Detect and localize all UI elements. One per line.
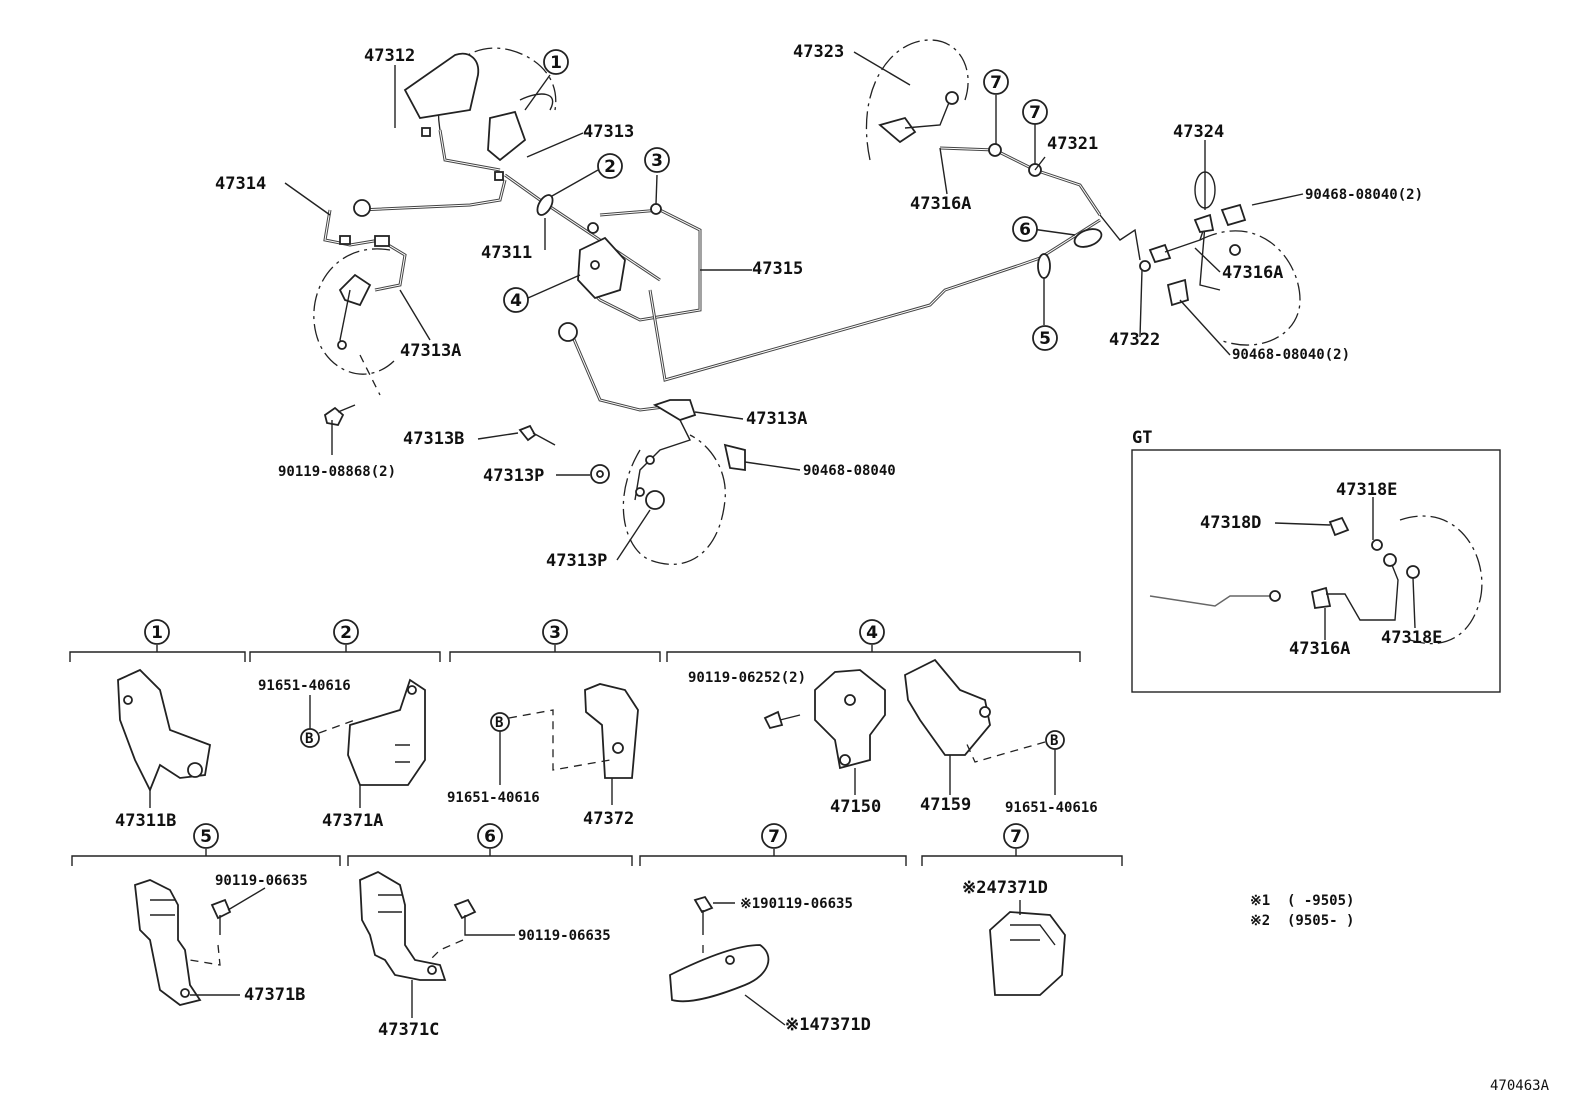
label-47313: 47313 xyxy=(583,122,634,142)
callouts: 1 2 3 4 5 6 7 7 xyxy=(503,49,1058,351)
part-labels: 47312 47313 47314 47311 47315 47313A 473… xyxy=(215,42,1423,571)
label-90119-06635-a: 90119-06635 xyxy=(215,873,308,889)
label-47313a-left: 47313A xyxy=(400,341,461,361)
label-47372: 47372 xyxy=(583,809,634,829)
label-47318e-top: 47318E xyxy=(1336,480,1397,500)
callout-circle-5 xyxy=(1032,325,1058,351)
label-47313a-right: 47313A xyxy=(746,409,807,429)
label-47371d-late: ※247371D xyxy=(962,878,1048,898)
label-47314: 47314 xyxy=(215,174,266,194)
label-90468-08040-rear-top: 90468-08040(2) xyxy=(1305,187,1423,203)
label-47316a-rear-right: 47316A xyxy=(1222,263,1283,283)
detail-header-3: 3 xyxy=(549,623,561,643)
label-47311b: 47311B xyxy=(115,811,176,831)
bolt-mark-4: B xyxy=(1050,733,1058,749)
clamp-47371b xyxy=(134,879,202,1006)
label-47371b: 47371B xyxy=(244,985,305,1005)
proportioning-valve xyxy=(577,236,626,300)
leader-lines xyxy=(284,51,1416,640)
label-91651-40616-a: 91651-40616 xyxy=(258,678,351,694)
callout-3: 3 xyxy=(651,151,663,171)
label-47313p-bottom: 47313P xyxy=(546,551,607,571)
callout-circle-1 xyxy=(543,49,569,75)
note2-mark: ※2 xyxy=(1250,913,1270,929)
callout-1: 1 xyxy=(550,53,562,73)
detail-drawings-row1: B B B xyxy=(117,658,1065,808)
callout-circle-2 xyxy=(597,153,623,179)
label-47322: 47322 xyxy=(1109,330,1160,350)
callout-5: 5 xyxy=(1039,329,1051,349)
detail-header-7a: 7 xyxy=(768,827,780,847)
gt-title: GT xyxy=(1132,428,1152,448)
label-47323: 47323 xyxy=(793,42,844,62)
label-47371d-early: ※147371D xyxy=(785,1015,871,1035)
gt-box-frame xyxy=(1131,449,1501,693)
callout-circle-7b xyxy=(1022,99,1048,125)
bracket-1-installed xyxy=(487,110,527,162)
label-47371a: 47371A xyxy=(322,811,383,831)
label-47316a-gt: 47316A xyxy=(1289,639,1350,659)
callout-2: 2 xyxy=(604,157,616,177)
label-90119-08868: 90119-08868(2) xyxy=(278,464,396,480)
callout-7b: 7 xyxy=(1029,103,1041,123)
detail-header-7b: 7 xyxy=(1010,827,1022,847)
detail-drawings-row2 xyxy=(134,870,1066,1026)
detail-header-4: 4 xyxy=(866,623,878,643)
detail-labels-row1: 47311B 91651-40616 47371A 91651-40616 47… xyxy=(115,670,1098,831)
label-47321: 47321 xyxy=(1047,134,1098,154)
label-90119-06635-c: ※190119-06635 xyxy=(740,896,853,912)
detail-headers: 1 2 3 4 5 6 7 7 xyxy=(144,619,1029,849)
detail-brackets xyxy=(69,645,1123,866)
bracket-47159 xyxy=(904,658,991,756)
callout-circle-6 xyxy=(1012,216,1038,242)
detail-header-2: 2 xyxy=(340,623,352,643)
label-90119-06635-b: 90119-06635 xyxy=(518,928,611,944)
proportioning-valve-47150 xyxy=(814,669,886,770)
label-90119-06252: 90119-06252(2) xyxy=(688,670,806,686)
label-47311: 47311 xyxy=(481,243,532,263)
master-cylinder-reservoir xyxy=(403,52,480,119)
note2-range: (9505- ) xyxy=(1287,913,1354,929)
callout-circle-7a xyxy=(983,69,1009,95)
detail-header-1: 1 xyxy=(151,623,163,643)
label-47159: 47159 xyxy=(920,795,971,815)
callout-circle-4 xyxy=(503,287,529,313)
label-90468-08040-front: 90468-08040 xyxy=(803,463,896,479)
clamp-47372 xyxy=(584,683,639,779)
label-47318d: 47318D xyxy=(1200,513,1261,533)
label-47324: 47324 xyxy=(1173,122,1224,142)
label-47371c: 47371C xyxy=(378,1020,439,1040)
clamp-47371a xyxy=(347,678,426,786)
note1-range: ( -9505) xyxy=(1287,893,1354,909)
label-47313p-top: 47313P xyxy=(483,466,544,486)
clamp-47371c xyxy=(359,870,447,981)
legend-notes: ※1 ( -9505) ※2 (9505- ) xyxy=(1250,893,1354,929)
callout-7a: 7 xyxy=(990,73,1002,93)
callout-6: 6 xyxy=(1019,220,1031,240)
rear-assembly xyxy=(865,39,1301,346)
bolt-mark-2: B xyxy=(305,731,313,747)
detail-labels-row2: 90119-06635 47371B 90119-06635 47371C ※1… xyxy=(215,873,1048,1040)
note1-mark: ※1 xyxy=(1250,893,1270,909)
gt-variant-box xyxy=(1131,449,1501,693)
label-91651-40616-b: 91651-40616 xyxy=(447,790,540,806)
front-left-assembly xyxy=(313,47,1101,565)
label-91651-40616-c: 91651-40616 xyxy=(1005,800,1098,816)
label-47315: 47315 xyxy=(752,259,803,279)
diagram-code: 470463A xyxy=(1490,1078,1550,1094)
label-90468-08040-rear-bottom: 90468-08040(2) xyxy=(1232,347,1350,363)
detail-header-6: 6 xyxy=(484,827,496,847)
bolt-mark-3: B xyxy=(495,715,503,731)
label-47313b: 47313B xyxy=(403,429,464,449)
clip-47371d-early xyxy=(669,944,770,1003)
label-47150: 47150 xyxy=(830,797,881,817)
callout-circle-3 xyxy=(644,147,670,173)
callout-4: 4 xyxy=(510,291,522,311)
label-47318e-bottom: 47318E xyxy=(1381,628,1442,648)
label-47312: 47312 xyxy=(364,46,415,66)
gt-labels: GT 47318E 47318D 47316A 47318E xyxy=(1132,428,1442,659)
detail-header-5: 5 xyxy=(200,827,212,847)
label-47316a-rear-left: 47316A xyxy=(910,194,971,214)
